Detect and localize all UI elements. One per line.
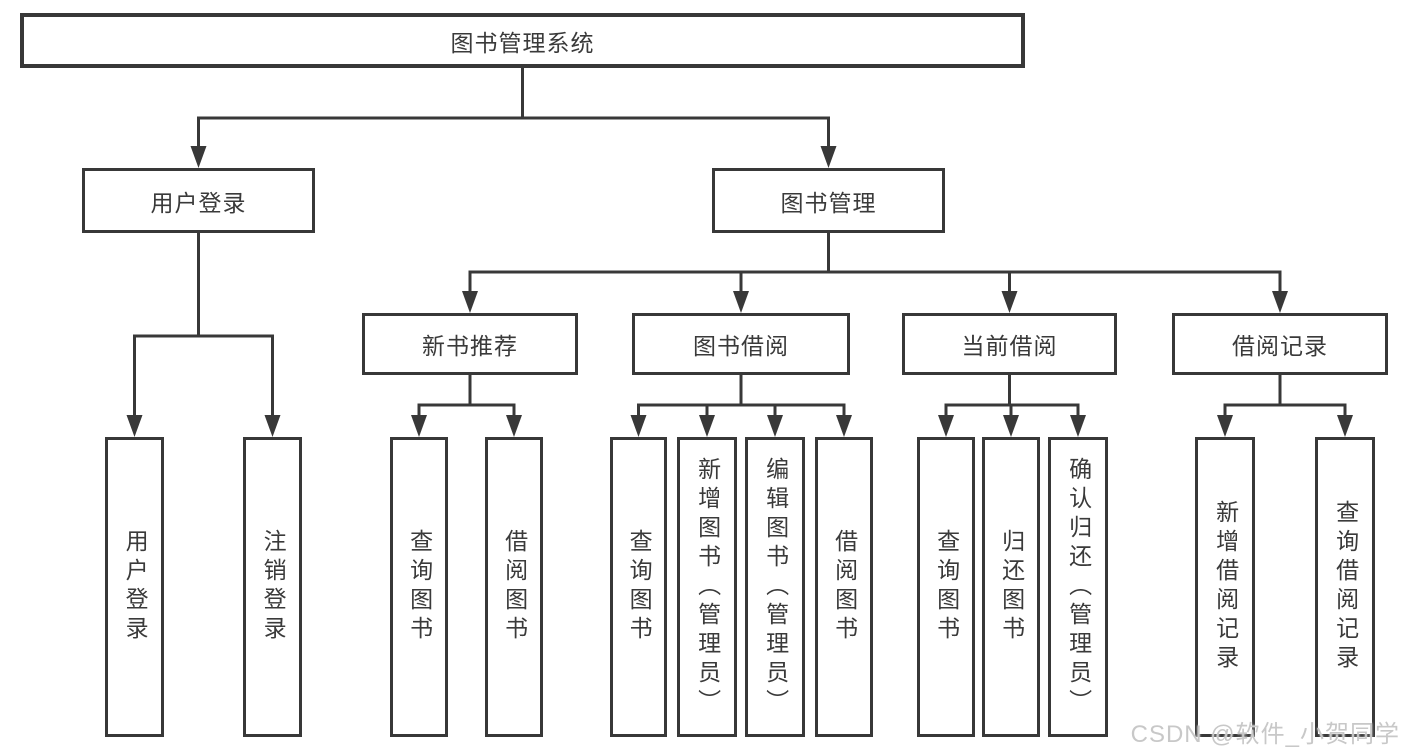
leaf-edit-book-admin: 编辑图书（管理员） bbox=[745, 437, 805, 737]
leaf-query-borrow-record: 查询借阅记录 bbox=[1315, 437, 1375, 737]
leaf-label: 查询图书 bbox=[626, 529, 653, 645]
node-current-borrow: 当前借阅 bbox=[902, 313, 1117, 375]
leaf-query-books-borrow: 查询图书 bbox=[610, 437, 667, 737]
leaf-label: 查询图书 bbox=[406, 529, 433, 645]
leaf-label: 注销登录 bbox=[260, 529, 287, 645]
leaf-label: 新增图书（管理员） bbox=[694, 456, 721, 718]
leaf-label: 借阅图书 bbox=[831, 529, 858, 645]
leaf-label: 编辑图书（管理员） bbox=[762, 456, 789, 718]
node-label: 图书管理系统 bbox=[450, 29, 595, 56]
node-book-borrow: 图书借阅 bbox=[632, 313, 850, 375]
leaf-label: 用户登录 bbox=[122, 529, 149, 645]
leaf-label: 借阅图书 bbox=[501, 529, 528, 645]
leaf-return-book: 归还图书 bbox=[982, 437, 1040, 737]
node-book-management: 图书管理 bbox=[712, 168, 945, 233]
leaf-user-login: 用户登录 bbox=[105, 437, 164, 737]
leaf-add-borrow-record: 新增借阅记录 bbox=[1195, 437, 1255, 737]
leaf-query-books-recommend: 查询图书 bbox=[390, 437, 448, 737]
leaf-confirm-return-admin: 确认归还（管理员） bbox=[1048, 437, 1108, 737]
leaf-borrow-books: 借阅图书 bbox=[815, 437, 873, 737]
leaf-logout: 注销登录 bbox=[243, 437, 302, 737]
leaf-label: 新增借阅记录 bbox=[1212, 500, 1239, 674]
leaf-query-books-current: 查询图书 bbox=[917, 437, 975, 737]
node-borrow-records: 借阅记录 bbox=[1172, 313, 1388, 375]
leaf-label: 确认归还（管理员） bbox=[1065, 456, 1092, 718]
leaf-add-book-admin: 新增图书（管理员） bbox=[677, 437, 737, 737]
leaf-label: 查询借阅记录 bbox=[1332, 500, 1359, 674]
node-label: 借阅记录 bbox=[1232, 333, 1328, 359]
leaf-borrow-books-recommend: 借阅图书 bbox=[485, 437, 543, 737]
node-label: 图书管理 bbox=[780, 189, 877, 216]
leaf-label: 查询图书 bbox=[933, 529, 960, 645]
node-new-book-recommend: 新书推荐 bbox=[362, 313, 578, 375]
node-user-login: 用户登录 bbox=[82, 168, 315, 233]
node-label: 图书借阅 bbox=[693, 333, 789, 359]
node-label: 当前借阅 bbox=[961, 333, 1058, 359]
csdn-watermark: CSDN @软件_小贺同学 bbox=[1130, 721, 1400, 747]
node-label: 用户登录 bbox=[150, 189, 247, 216]
node-library-management-system: 图书管理系统 bbox=[20, 13, 1025, 68]
leaf-label: 归还图书 bbox=[998, 529, 1025, 645]
node-label: 新书推荐 bbox=[422, 333, 518, 359]
